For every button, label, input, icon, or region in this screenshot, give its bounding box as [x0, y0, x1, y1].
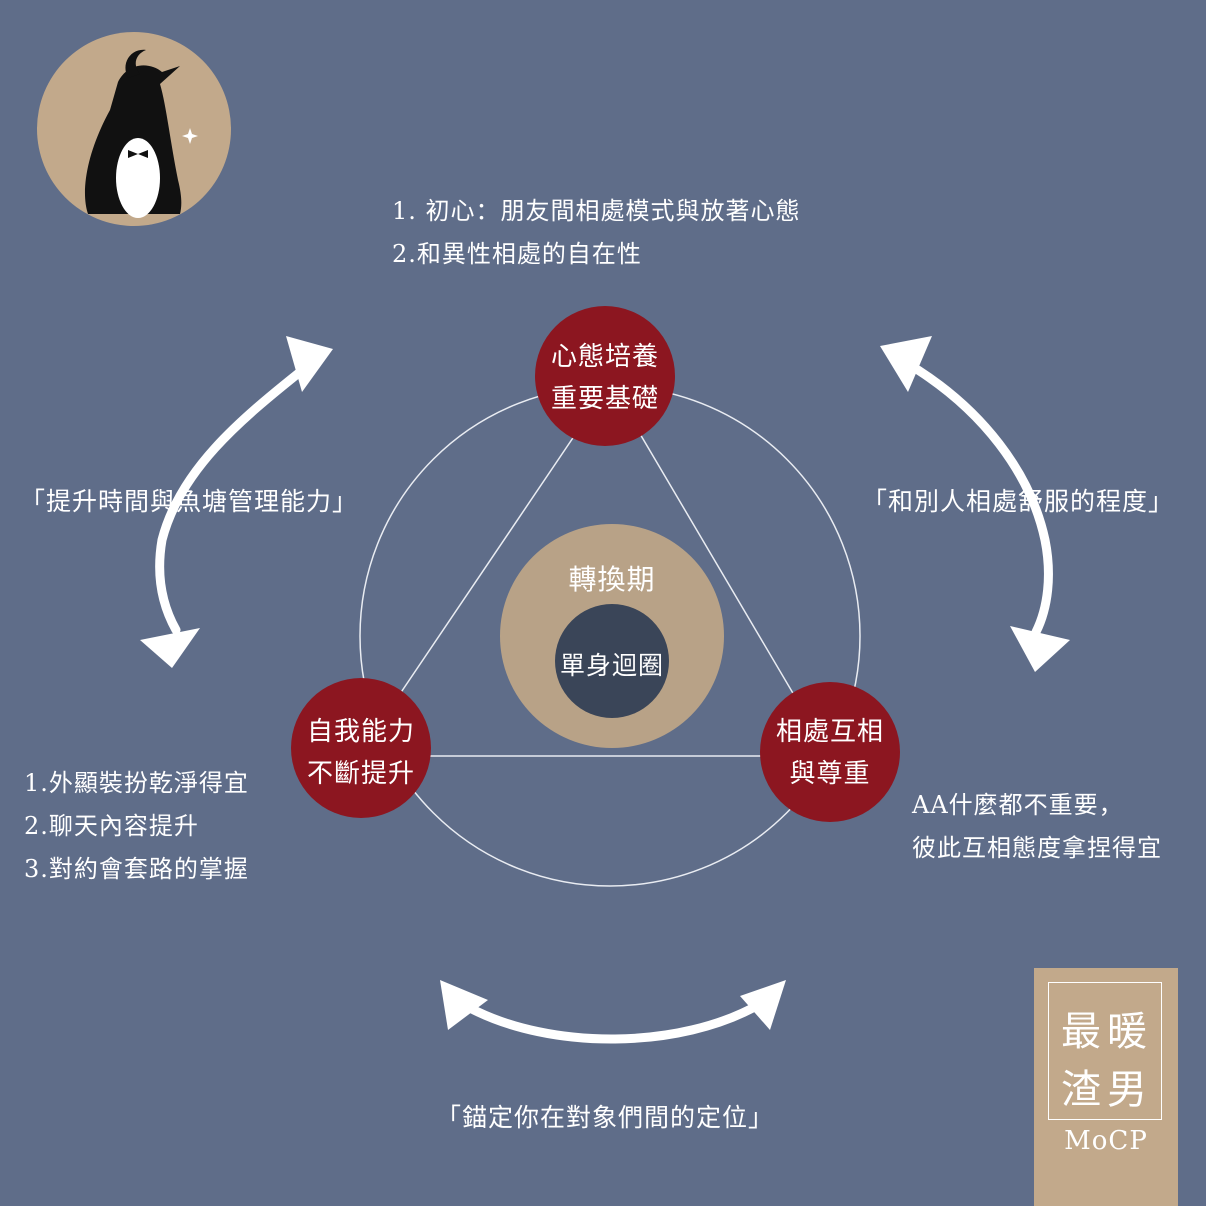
brand-char-3: 渣 — [1061, 1067, 1101, 1113]
node-right-line-2: 與尊重 — [789, 759, 871, 789]
note-right-line-1: AA什麼都不重要， — [912, 791, 1124, 819]
quote-right: 「和別人相處舒服的程度」 — [862, 487, 1175, 516]
brand-char-4: 男 — [1107, 1067, 1147, 1113]
node-left-line-1: 自我能力 — [306, 717, 415, 747]
note-right: AA什麼都不重要， 彼此互相態度拿捏得宜 — [912, 784, 1162, 870]
node-top-label: 心態培養 重要基礎 — [525, 336, 685, 420]
node-left-line-2: 不斷提升 — [306, 759, 415, 789]
note-top-line-1: 1. 初心：朋友間相處模式與放著心態 — [392, 197, 801, 225]
node-top-line-1: 心態培養 — [550, 342, 659, 372]
note-left: 1.外顯裝扮乾淨得宜 2.聊天內容提升 3.對約會套路的掌握 — [24, 762, 249, 891]
node-left-circle — [291, 678, 431, 818]
note-left-line-2: 2.聊天內容提升 — [24, 812, 199, 840]
curved-double-arrow-icon — [440, 980, 786, 1044]
brand-subtitle: MoCP — [1064, 1126, 1148, 1156]
note-left-line-1: 1.外顯裝扮乾淨得宜 — [24, 769, 249, 797]
center-title: 轉換期 — [568, 563, 656, 596]
brand-char-2: 暖 — [1107, 1009, 1147, 1055]
node-top-circle — [535, 306, 675, 446]
node-right-line-1: 相處互相 — [775, 717, 884, 747]
note-right-line-2: 彼此互相態度拿捏得宜 — [912, 834, 1162, 862]
note-top-line-2: 2.和異性相處的自在性 — [392, 240, 642, 268]
node-right-circle — [760, 682, 900, 822]
note-top: 1. 初心：朋友間相處模式與放著心態 2.和異性相處的自在性 — [392, 190, 801, 276]
curved-double-arrow-icon — [140, 336, 333, 668]
center-core-label: 單身迴圈 — [559, 651, 664, 680]
brand-char-1: 最 — [1061, 1009, 1101, 1055]
node-top-line-2: 重要基礎 — [550, 384, 659, 414]
quote-bottom: 「錨定你在對象們間的定位」 — [436, 1103, 775, 1132]
connection-triangle — [356, 381, 832, 757]
penguin-logo-icon — [37, 32, 231, 226]
brand-logo-box: 最 暖 渣 男 MoCP — [1034, 968, 1178, 1206]
quote-left: 「提升時間與魚塘管理能力」 — [20, 487, 359, 516]
node-left-label: 自我能力 不斷提升 — [281, 711, 441, 795]
center-core — [555, 604, 669, 718]
brand-title-frame: 最 暖 渣 男 — [1048, 982, 1162, 1120]
curved-double-arrow-icon — [880, 336, 1070, 672]
note-left-line-3: 3.對約會套路的掌握 — [24, 855, 249, 883]
node-right-label: 相處互相 與尊重 — [750, 711, 910, 795]
